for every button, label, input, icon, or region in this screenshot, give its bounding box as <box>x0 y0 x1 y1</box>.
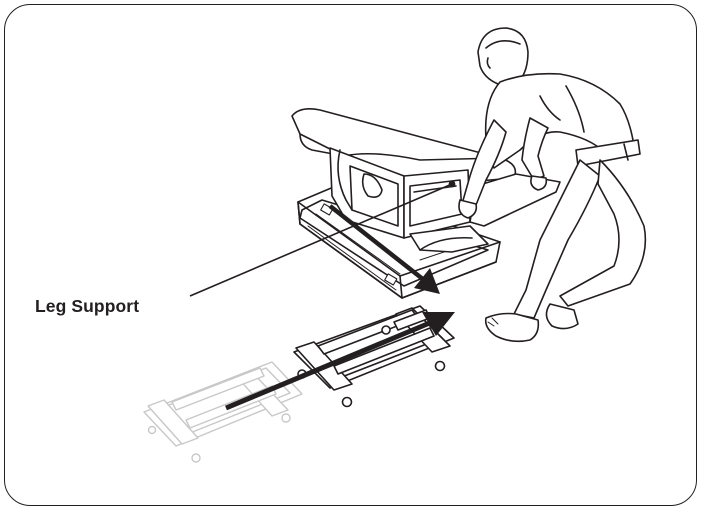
ghost-leg-support-dolly <box>143 361 303 463</box>
push-arrow-head <box>422 312 455 336</box>
callout-leader-line <box>189 183 453 297</box>
motion-arrows <box>225 204 455 411</box>
technician-figure <box>458 27 647 343</box>
exam-table <box>291 108 561 253</box>
slide-arrow-head <box>414 268 440 294</box>
leg-support-label: Leg Support <box>35 296 140 316</box>
